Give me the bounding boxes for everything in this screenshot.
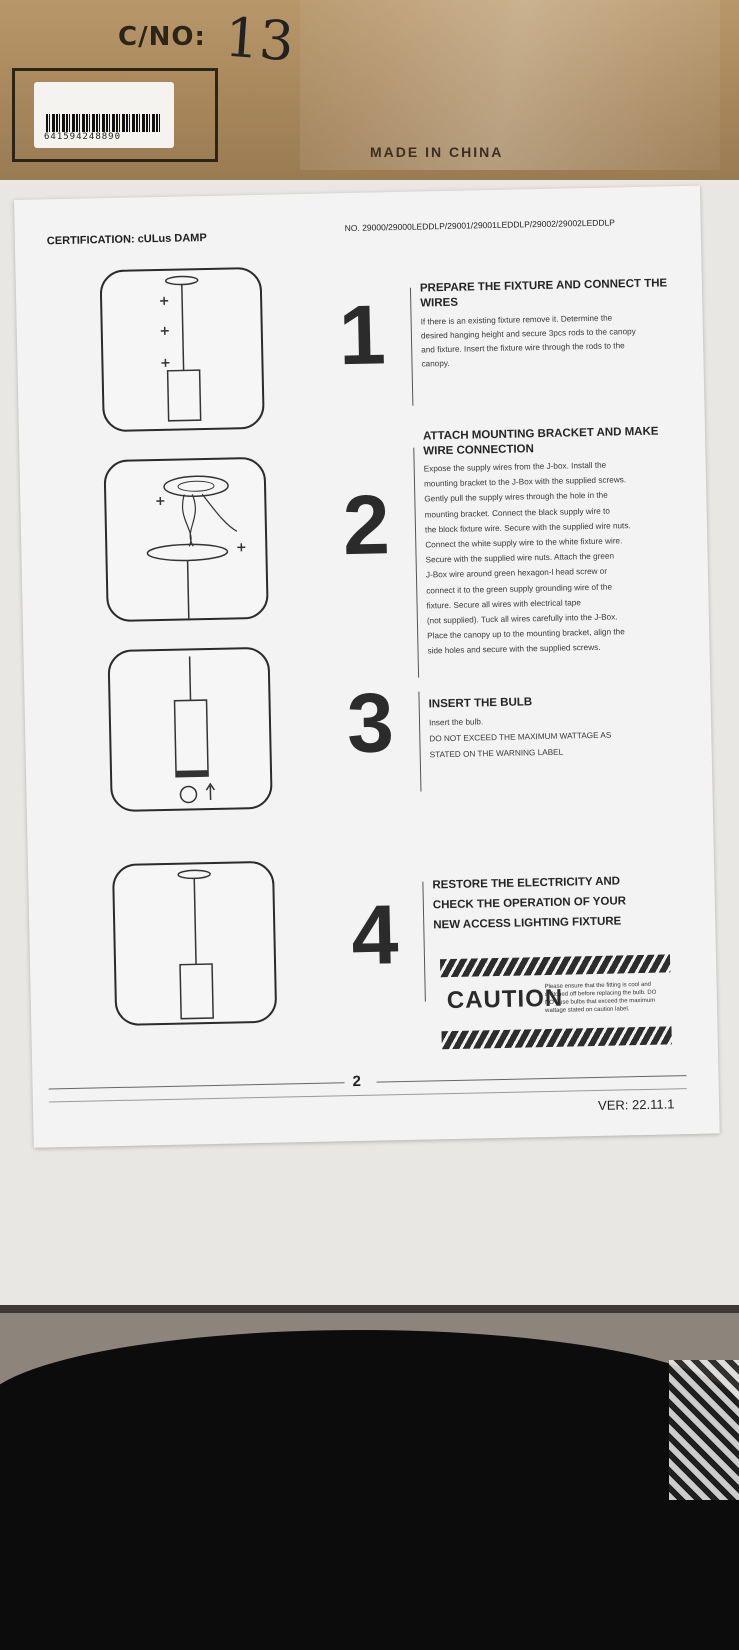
step-1-heading: PREPARE THE FIXTURE AND CONNECT THE WIRE… (420, 276, 668, 311)
packing-tape (300, 0, 720, 170)
counter-edge (0, 1305, 739, 1313)
instruction-sheet: CERTIFICATION: cULus DAMP NO. 29000/2900… (14, 186, 720, 1148)
caution-note: Please ensure that the fitting is cool a… (545, 981, 668, 1016)
step-2-heading: ATTACH MOUNTING BRACKET AND MAKE WIRE CO… (423, 425, 659, 460)
carton-number-handwritten: 13 (223, 6, 296, 74)
step-1-number: 1 (338, 292, 386, 377)
step-1-body: If there is an existing fixture remove i… (421, 311, 637, 371)
step-4-number: 4 (351, 892, 399, 977)
carton-number-label: C/NO: (118, 22, 206, 52)
model-numbers: NO. 29000/29000LEDDLP/29001/29001LEDDLP/… (345, 217, 615, 233)
certification-text: CERTIFICATION: cULus DAMP (47, 232, 207, 247)
mounting-bracket-icon (106, 459, 267, 620)
dark-fabric (0, 1330, 739, 1650)
step-4-heading: RESTORE THE ELECTRICITY AND CHECK THE OP… (432, 871, 626, 935)
hazard-stripe-bottom (442, 1026, 672, 1049)
step-2-divider (413, 448, 419, 678)
barcode-number: 641594248890 (44, 132, 121, 142)
bulb-insert-icon (109, 649, 270, 810)
patterned-fabric (669, 1360, 739, 1500)
step-3-divider (418, 692, 421, 792)
step-1-divider (410, 288, 413, 406)
step-2-number: 2 (342, 482, 390, 567)
pendant-rods-icon (102, 269, 263, 430)
caution-label: CAUTION Please ensure that the fitting i… (440, 954, 672, 1051)
step-4-divider (422, 882, 426, 1002)
footer-line-right (377, 1075, 687, 1082)
version-text: VER: 22.11.1 (598, 1096, 675, 1113)
step-3-heading: INSERT THE BULB (429, 695, 533, 712)
footer-line-left (49, 1082, 345, 1089)
step-2-body: Expose the supply wires from the J-box. … (424, 457, 634, 659)
footer-line-lower (49, 1088, 687, 1102)
step-1-illustration (99, 267, 264, 432)
cardboard-box: C/NO: 13 641594248890 MADE IN CHINA (0, 0, 739, 180)
step-3-body: Insert the bulb. DO NOT EXCEED THE MAXIM… (429, 712, 612, 764)
step-2-illustration (103, 457, 268, 622)
page-number: 2 (352, 1073, 361, 1090)
hazard-stripe-top (440, 954, 670, 977)
step-3-number: 3 (346, 680, 394, 765)
step-3-illustration (107, 647, 272, 812)
step-4-illustration (112, 861, 277, 1026)
made-in-label: MADE IN CHINA (370, 144, 503, 160)
barcode-icon (46, 114, 162, 132)
barcode-sticker: 641594248890 (34, 82, 174, 148)
finished-pendant-icon (114, 863, 275, 1024)
